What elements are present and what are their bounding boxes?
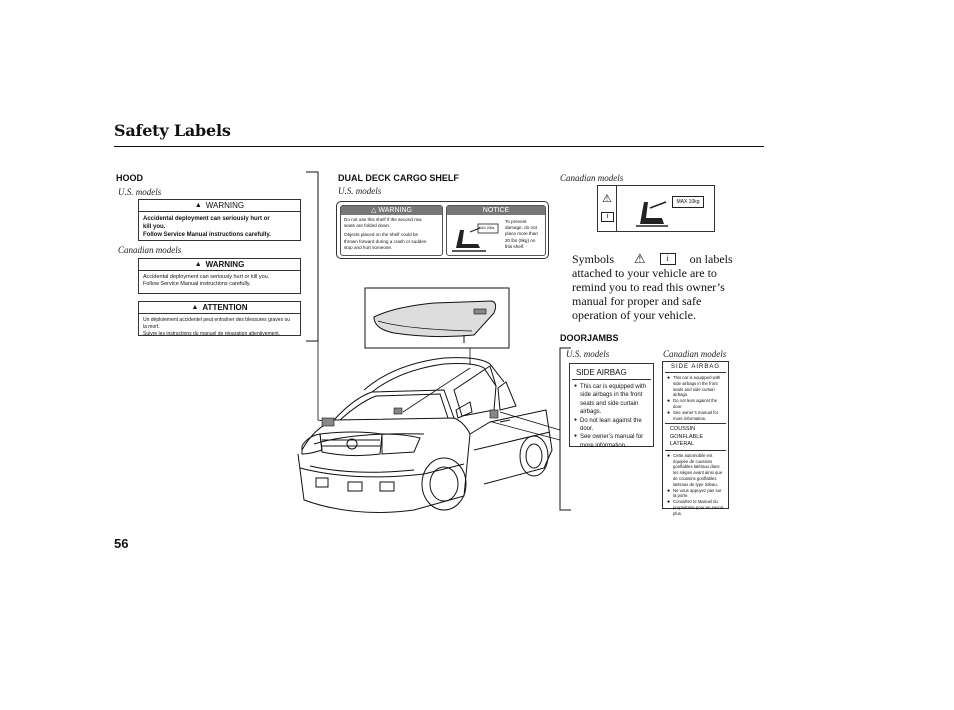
doorjambs-us-item: Do not lean against the door. bbox=[574, 417, 649, 434]
warning-triangle-icon: ▲ bbox=[194, 261, 202, 268]
symbols-line: manual for proper and safe bbox=[572, 294, 702, 308]
hood-ca-attention-line: la mort. bbox=[143, 323, 160, 330]
hood-heading: HOOD bbox=[116, 173, 143, 183]
doorjambs-ca-label: SIDE AIRBAG This car is equipped with si… bbox=[662, 361, 729, 516]
doorjambs-us-caption: U.S. models bbox=[566, 349, 610, 359]
cargo-sign-text: MAX 20lbs bbox=[479, 226, 495, 230]
cargo-notice-line: damage, do not bbox=[505, 225, 537, 231]
hood-us-warning-header: ▲ WARNING bbox=[139, 200, 300, 212]
seat-shelf-icon: MAX 20lbs bbox=[452, 223, 499, 252]
hood-ca-attention-line: Suivre les instructions du manuel de rép… bbox=[143, 330, 281, 337]
cargo-notice-panel: NOTICE MAX 20lbs To prevent damage, do n… bbox=[446, 205, 546, 256]
cargo-heading: DUAL DECK CARGO SHELF bbox=[338, 173, 459, 183]
doorjambs-ca-header-en: SIDE AIRBAG bbox=[665, 362, 726, 373]
page-title: Safety Labels bbox=[114, 121, 231, 140]
warning-triangle-icon: ⚠ bbox=[602, 193, 612, 205]
hood-ca-attention-line: Un déploiement accidentel peut entraîner… bbox=[143, 317, 291, 323]
doorjambs-ca-item-fr: Ne vous appuyez pas sur la porte. bbox=[667, 488, 724, 500]
symbols-line: remind you to read this owner’s bbox=[572, 280, 725, 294]
cargo-notice-line: place more than bbox=[505, 231, 538, 237]
cargo-warning-panel: △ WARNING Do not use this shelf if the s… bbox=[340, 205, 443, 256]
doorjambs-us-item: See owner’s manual for more information. bbox=[574, 433, 649, 450]
canadian-shelf-label: ⚠ i MAX 10kg bbox=[597, 185, 715, 232]
cargo-warning-line: thrown forward during a crash or sudden bbox=[344, 238, 427, 244]
doorjambs-ca-header-fr: COUSSIN GONFLABLE LATERAL bbox=[665, 423, 726, 451]
hood-ca-warning-label: ▲ WARNING Accidental deployment can seri… bbox=[138, 258, 301, 294]
cargo-warning-line: stop and hurt someone. bbox=[344, 244, 393, 250]
canadian-shelf-caption: Canadian models bbox=[560, 173, 624, 183]
doorjambs-ca-item-fr: Consultez le Manuel du propriétaire pour… bbox=[667, 499, 724, 516]
cargo-shelf-illustration bbox=[364, 287, 510, 349]
symbols-line: attached to your vehicle are to bbox=[572, 266, 717, 280]
hood-us-line: Follow Service Manual instructions caref… bbox=[143, 232, 271, 239]
symbols-word: Symbols bbox=[572, 252, 615, 266]
warning-triangle-icon: ▲ bbox=[194, 202, 202, 209]
title-rule bbox=[114, 146, 764, 147]
cargo-warning-line: Do not use this shelf if the second row bbox=[344, 217, 422, 222]
warning-triangle-icon: △ bbox=[371, 207, 377, 214]
hood-us-line: kill you. bbox=[143, 224, 166, 231]
doorjambs-heading: DOORJAMBS bbox=[560, 333, 619, 343]
cargo-warning-header: △ WARNING bbox=[341, 206, 442, 215]
hood-us-warning-label: ▲ WARNING Accidental deployment can seri… bbox=[138, 199, 301, 241]
warning-triangle-icon: ⚠ bbox=[634, 251, 646, 266]
doorjambs-ca-item-en: Do not lean against the door. bbox=[667, 398, 724, 410]
doorjambs-ca-caption: Canadian models bbox=[663, 349, 727, 359]
seat-icon bbox=[636, 201, 668, 227]
hood-ca-caption: Canadian models bbox=[118, 245, 182, 255]
suv-illustration bbox=[297, 357, 553, 513]
doorjambs-ca-item-en: See owner’s manual for more information. bbox=[667, 410, 724, 422]
cargo-notice-line: To prevent bbox=[505, 219, 527, 224]
symbols-paragraph: Symbols ⚠ i on labels attached to your v… bbox=[572, 251, 762, 323]
doorjambs-us-item: This car is equipped with side airbags i… bbox=[574, 383, 649, 417]
book-icon: i bbox=[659, 253, 676, 265]
book-icon: i bbox=[601, 212, 614, 222]
cargo-warning-line: Objects placed on the shelf could be bbox=[344, 232, 419, 238]
doorjambs-ca-item-fr: Cette automobile est équipée de coussins… bbox=[667, 453, 724, 488]
cargo-warning-line: seats are folded down. bbox=[344, 223, 391, 229]
cargo-shelf-label: △ WARNING Do not use this shelf if the s… bbox=[336, 201, 549, 259]
symbols-after: on labels bbox=[689, 252, 733, 266]
page-number: 56 bbox=[114, 536, 129, 551]
hood-ca-attention-label: ▲ ATTENTION Un déploiement accidentel pe… bbox=[138, 301, 301, 337]
hood-ca-warning-line: Follow Service Manual instructions caref… bbox=[143, 281, 251, 288]
doorjambs-us-header: SIDE AIRBAG bbox=[572, 364, 651, 380]
cargo-notice-line: this shelf. bbox=[505, 243, 525, 249]
canadian-shelf-sign: MAX 10kg bbox=[672, 196, 704, 208]
doorjambs-ca-item-en: This car is equipped with side airbags i… bbox=[667, 375, 724, 398]
cargo-notice-line: 20 lbs (9kg) on bbox=[505, 237, 536, 243]
doorjambs-us-label: SIDE AIRBAG This car is equipped with si… bbox=[569, 363, 654, 450]
hood-us-caption: U.S. models bbox=[118, 187, 162, 197]
hood-us-line: Accidental deployment can seriously hurt… bbox=[143, 216, 270, 222]
hood-ca-warning-line: Accidental deployment can seriously hurt… bbox=[143, 274, 270, 280]
cargo-us-caption: U.S. models bbox=[338, 186, 382, 196]
cargo-notice-header: NOTICE bbox=[447, 206, 545, 215]
symbols-line: operation of your vehicle. bbox=[572, 308, 696, 322]
warning-triangle-icon: ▲ bbox=[191, 304, 199, 311]
